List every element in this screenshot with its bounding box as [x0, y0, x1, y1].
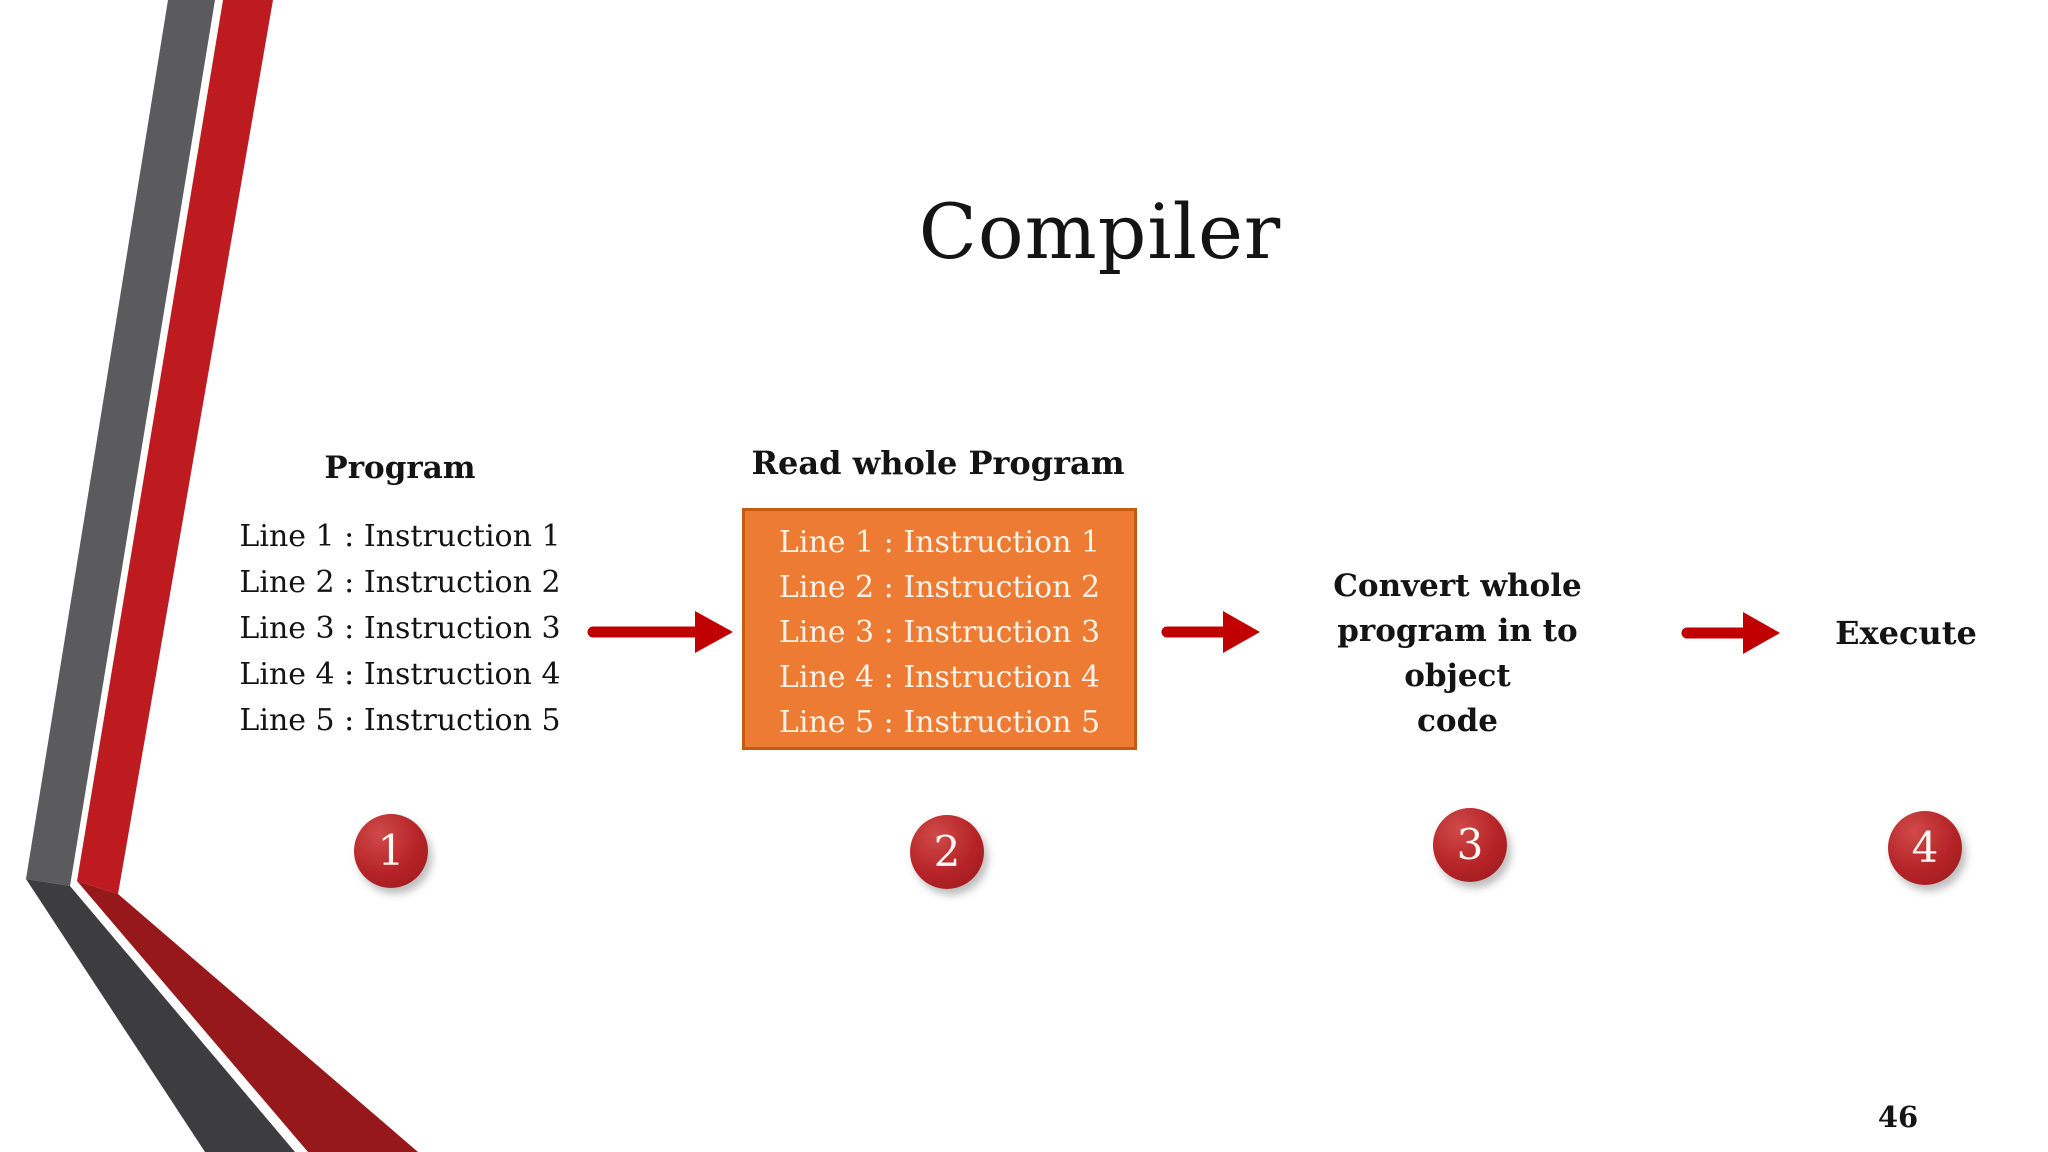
read-box-line: Line 4 : Instruction 4	[778, 660, 1101, 695]
read-whole-box: Line 1 : Instruction 1 Line 2 : Instruct…	[742, 508, 1137, 750]
ribbon-decoration-icon	[26, 0, 418, 1152]
read-box-line: Line 5 : Instruction 5	[778, 705, 1101, 740]
convert-heading-line: code	[1417, 703, 1498, 739]
right-arrow-icon	[1161, 611, 1260, 653]
read-box-line: Line 2 : Instruction 2	[778, 570, 1101, 605]
program-line: Line 5 : Instruction 5	[239, 703, 561, 738]
read-whole-heading: Read whole Program	[751, 444, 1125, 482]
step-badge-1: 1	[354, 814, 428, 888]
convert-heading-line: program in to object	[1337, 613, 1578, 694]
program-line: Line 4 : Instruction 4	[239, 657, 561, 692]
step-badge-4: 4	[1888, 811, 1962, 885]
convert-heading-line: Convert whole	[1333, 568, 1582, 604]
program-line: Line 3 : Instruction 3	[239, 611, 561, 646]
program-heading: Program	[324, 450, 476, 486]
program-lines: Line 1 : Instruction 1 Line 2 : Instruct…	[180, 514, 620, 744]
page-number: 46	[1877, 1100, 1919, 1134]
slide-title: Compiler	[918, 187, 1282, 276]
read-box-line: Line 3 : Instruction 3	[778, 615, 1101, 650]
program-line: Line 2 : Instruction 2	[239, 565, 561, 600]
right-arrow-icon	[587, 611, 733, 653]
program-line: Line 1 : Instruction 1	[239, 519, 561, 554]
execute-heading: Execute	[1835, 614, 1977, 652]
right-arrow-icon	[1681, 612, 1780, 654]
step-badge-3: 3	[1433, 808, 1507, 882]
convert-heading: Convert whole program in to object code	[1285, 564, 1630, 744]
step-badge-2: 2	[910, 815, 984, 889]
read-box-line: Line 1 : Instruction 1	[778, 525, 1101, 560]
